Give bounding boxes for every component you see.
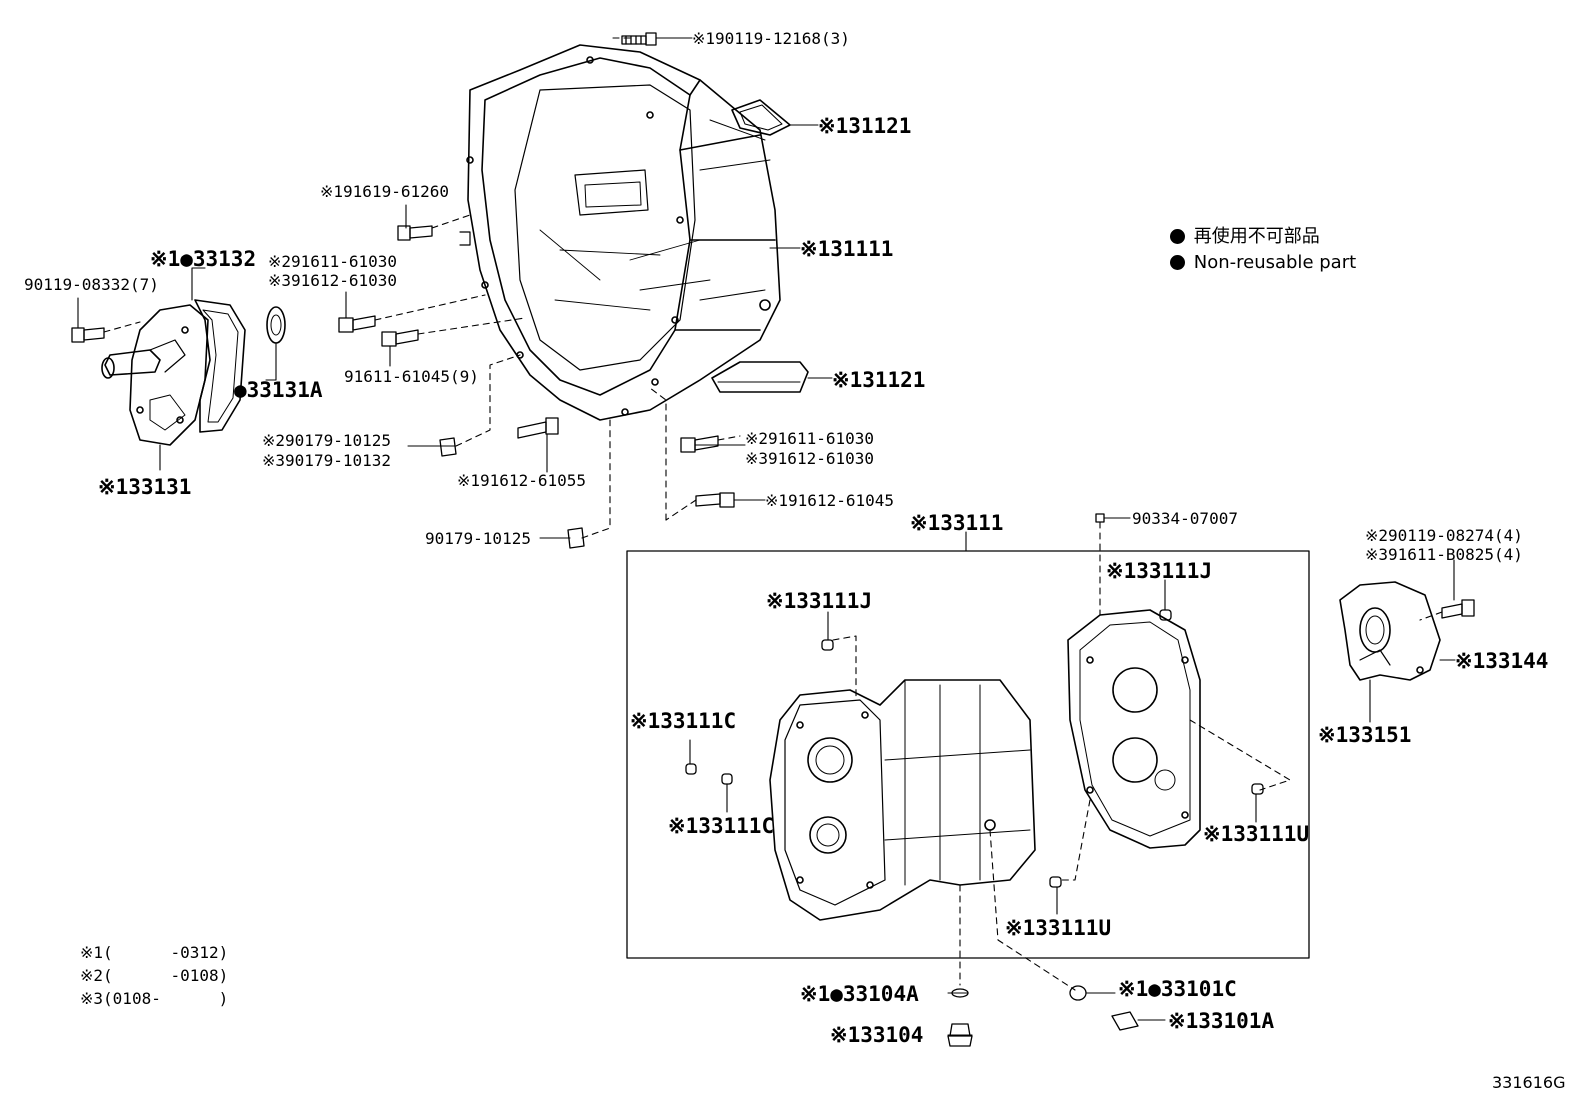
label-133151: ※133151 — [1318, 723, 1412, 747]
figure-id: 331616G — [1492, 1073, 1566, 1092]
note-3: ※3(0108- ) — [80, 989, 229, 1008]
legend-en-text: Non-reusable part — [1193, 252, 1357, 273]
label-33132: ※1●33132 — [150, 247, 257, 271]
label-191612-61055: ※191612-61055 — [457, 471, 586, 490]
note-1: ※1( -0312) — [80, 943, 229, 962]
label-191619-61260: ※191619-61260 — [320, 182, 449, 201]
label-90119-08332: 90119-08332(7) — [24, 275, 159, 294]
label-290179-10125: ※290179-10125 — [262, 431, 391, 450]
non-reusable-dot-icon — [1170, 255, 1185, 270]
label-33104A: ※1●33104A — [800, 982, 919, 1006]
label-133111C-right: ※133111C — [668, 814, 775, 838]
label-33101C: ※1●33101C — [1118, 977, 1237, 1001]
label-133111U-right: ※133111U — [1203, 822, 1310, 846]
retainer-bolt-drawing — [1441, 599, 1475, 619]
bolt-drawings — [71, 32, 735, 549]
label-133131: ※133131 — [98, 475, 192, 499]
label-391611-B0825: ※391611-B0825(4) — [1365, 545, 1523, 564]
label-133144: ※133144 — [1455, 649, 1549, 673]
non-reusable-dot-icon — [1170, 229, 1185, 244]
label-133111J-left: ※133111J — [766, 589, 873, 613]
gasket-drawing — [194, 299, 246, 433]
dashed-assembly-lines — [103, 37, 1443, 991]
label-131121-bottom: ※131121 — [832, 368, 926, 392]
transmission-case-drawing — [769, 679, 1036, 921]
label-390179-10132: ※390179-10132 — [262, 451, 391, 470]
note-2: ※2( -0108) — [80, 966, 229, 985]
label-133111C-left: ※133111C — [630, 709, 737, 733]
label-131121-top: ※131121 — [818, 114, 912, 138]
label-290119-08274: ※290119-08274(4) — [1365, 526, 1523, 545]
legend-jp: 再使用不可部品 — [1170, 226, 1320, 248]
label-133104: ※133104 — [830, 1023, 924, 1047]
leader-lines — [77, 37, 1456, 1036]
assembly-box — [626, 550, 1310, 959]
label-291611-61030-a: ※291611-61030 — [268, 252, 397, 271]
label-133111J-right: ※133111J — [1106, 559, 1213, 583]
label-91611-61045: 91611-61045(9) — [344, 367, 479, 386]
label-291611-61030-b: ※291611-61030 — [745, 429, 874, 448]
oil-seal-drawing — [266, 306, 286, 344]
bell-housing-drawing — [459, 44, 781, 421]
label-90179-10125: 90179-10125 — [425, 529, 531, 548]
legend-jp-text: 再使用不可部品 — [1193, 226, 1320, 247]
label-190119-12168: ※190119-12168(3) — [692, 29, 850, 48]
label-133111-box: ※133111 — [910, 511, 1004, 535]
label-191612-61045: ※191612-61045 — [765, 491, 894, 510]
retainer-drawing — [1339, 581, 1441, 681]
label-90334-07007: 90334-07007 — [1132, 509, 1238, 528]
cover-bottom-drawing — [711, 361, 809, 393]
adapter-plate-drawing — [1067, 609, 1201, 849]
extension-housing-drawing — [101, 304, 209, 446]
legend-en: Non-reusable part — [1170, 252, 1356, 274]
label-133111U-left: ※133111U — [1005, 916, 1112, 940]
label-391612-61030-a: ※391612-61030 — [268, 271, 397, 290]
cover-top-drawing — [731, 99, 791, 136]
label-133101A: ※133101A — [1168, 1009, 1275, 1033]
label-391612-61030-b: ※391612-61030 — [745, 449, 874, 468]
label-131111: ※131111 — [800, 237, 894, 261]
label-33131A: ●33131A — [234, 378, 323, 402]
